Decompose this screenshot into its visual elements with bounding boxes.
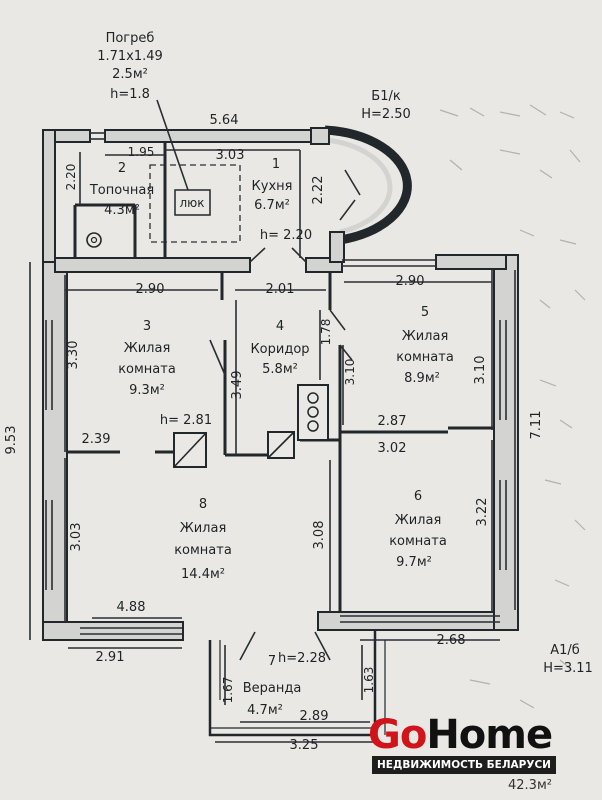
logo-subtitle: НЕДВИЖИМОСТЬ БЕЛАРУСИ [372, 756, 556, 774]
annex-a1-name: А1/б [550, 643, 580, 658]
room-8-name-1: Жилая [180, 521, 227, 536]
scan-texture [439, 104, 586, 709]
wall-top-kitchen-post [310, 127, 330, 145]
room-3-area: 9.3м² [129, 383, 165, 398]
room-8-area: 14.4м² [181, 567, 225, 582]
corner-area-note: 42.3м² [508, 778, 552, 793]
cellar-area: 2.5м² [112, 67, 148, 82]
dim-r3-290: 2.90 [136, 282, 165, 297]
room-3-name-2: комната [118, 362, 176, 377]
room-5-number: 5 [421, 305, 429, 320]
room-8-name-2: комната [174, 543, 232, 558]
room-1-name: Кухня [252, 179, 293, 194]
kitchen-bay-inner [325, 137, 393, 235]
height-kitchen: h= 2.20 [260, 228, 312, 243]
dim-r5-290: 2.90 [396, 274, 425, 289]
logo-go-text: Go [368, 712, 427, 758]
door-swings [209, 169, 361, 661]
wall-right-upper-return [435, 254, 507, 270]
veranda [208, 630, 386, 737]
room-2-area: 4.3м² [104, 203, 140, 218]
cellar-outline [149, 164, 241, 243]
room-6-number: 6 [414, 489, 422, 504]
partitions [67, 142, 494, 612]
dim-right-711: 7.11 [529, 411, 544, 440]
room-5-name-2: комната [396, 350, 454, 365]
dim-r8-303: 3.03 [69, 523, 84, 552]
room-7-number: 7 [268, 654, 276, 669]
room-2-name: Топочная [89, 183, 154, 198]
dim-r3-330: 3.30 [66, 341, 81, 370]
room-3-number: 3 [143, 319, 151, 334]
dim-b-488: 4.88 [117, 600, 146, 615]
dim-r6-302: 3.02 [378, 441, 407, 456]
cellar-title: Погреб [106, 31, 155, 46]
room-4-number: 4 [276, 319, 284, 334]
dim-r6-322: 3.22 [475, 498, 490, 527]
cellar-leader [156, 99, 189, 191]
wall-kitchen-bottom-left [54, 257, 251, 273]
wall-bottom-left [42, 621, 184, 641]
dim-c-178: 1.78 [319, 319, 333, 346]
dim-c-349: 3.49 [230, 371, 245, 400]
room-2-number: 2 [118, 161, 126, 176]
room-1-area: 6.7м² [254, 198, 290, 213]
room-4-name: Коридор [250, 342, 309, 357]
room-5-name-1: Жилая [402, 329, 449, 344]
room-5-area: 8.9м² [404, 371, 440, 386]
room-4-area: 5.8м² [262, 362, 298, 377]
porch-b1-name: Б1/к [371, 89, 401, 104]
room-8-number: 8 [199, 497, 207, 512]
wall-kitchen-right-post [329, 231, 345, 263]
room-6-name-1: Жилая [395, 513, 442, 528]
room-7-area: 4.7м² [247, 703, 283, 718]
height-living: h= 2.81 [160, 413, 212, 428]
dim-left-953: 9.53 [4, 426, 19, 455]
cellar-height: h=1.8 [110, 87, 150, 102]
dim-c-308: 3.08 [312, 521, 327, 550]
room-6-area: 9.7м² [396, 555, 432, 570]
windows [45, 132, 507, 635]
dim-r8-239: 2.39 [82, 432, 111, 447]
annex-a1-height: H=3.11 [543, 661, 593, 676]
room-7-name: Веранда [243, 681, 302, 696]
wall-left-upper [42, 129, 56, 263]
stove [297, 384, 329, 441]
room-3-name-1: Жилая [124, 341, 171, 356]
dim-c-310: 3.10 [343, 359, 357, 386]
logo-home-text: Home [426, 712, 553, 758]
hatch-label: люк [179, 196, 204, 210]
dim-k-303: 3.03 [216, 148, 245, 163]
dim-v-289: 2.89 [300, 709, 329, 724]
chimney-icon [173, 431, 295, 468]
room-6-name-2: комната [389, 534, 447, 549]
wall-top-kitchen [104, 129, 312, 143]
dim-b-291: 2.91 [96, 650, 125, 665]
cellar-size: 1.71x1.49 [97, 49, 163, 64]
dim-r5-310: 3.10 [473, 356, 488, 385]
dim-v-163: 1.63 [362, 667, 376, 694]
hatch [174, 189, 211, 216]
dim-c-201: 2.01 [266, 282, 295, 297]
porch-b1-height: H=2.50 [361, 107, 411, 122]
wall-bottom-right [317, 611, 519, 631]
dimension-lines [29, 149, 516, 743]
dim-v-167: 1.67 [221, 677, 235, 704]
dim-v-325: 3.25 [290, 738, 319, 753]
dim-b-268: 2.68 [437, 633, 466, 648]
dim-r6-287: 2.87 [378, 414, 407, 429]
dim-t-220: 2.20 [64, 164, 78, 191]
dim-k-195: 1.95 [128, 145, 155, 159]
dim-top-564: 5.64 [210, 113, 239, 128]
dim-k-222: 2.22 [311, 176, 326, 205]
room-1-number: 1 [272, 157, 280, 172]
height-veranda: h=2.28 [278, 651, 326, 666]
boiler-icon [86, 232, 102, 248]
kitchen-bay-wall [324, 125, 412, 245]
